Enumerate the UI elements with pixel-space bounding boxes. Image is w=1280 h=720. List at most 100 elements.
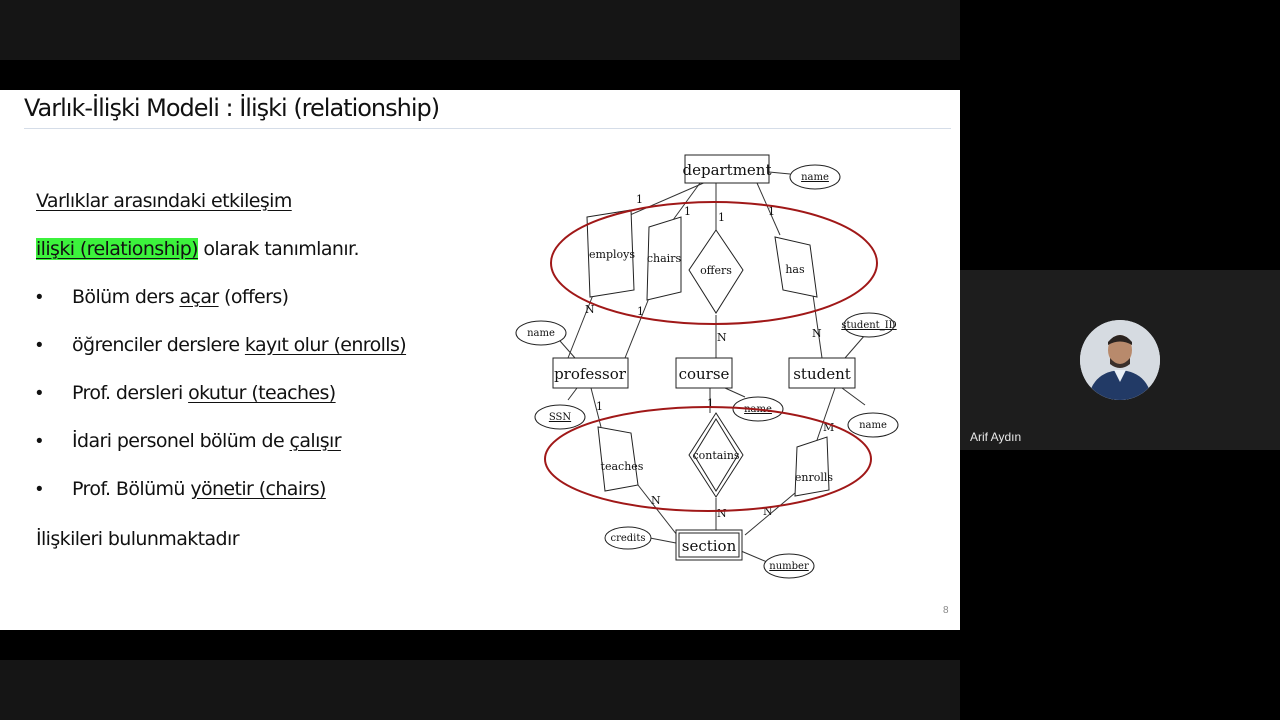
top-letterbox [0, 0, 960, 60]
cardinality-label: 1 [684, 205, 691, 218]
closing-line: İlişkileri bulunmaktadır [36, 528, 240, 550]
bullet-text: Prof. Bölümü yönetir (chairs) [72, 478, 326, 500]
entity-department: department [682, 154, 772, 184]
bullet-text: Prof. dersleri okutur (teaches) [72, 382, 336, 404]
highlighted-term: ilişki (relationship) [36, 238, 199, 260]
bullet-plain: Bölüm ders [72, 286, 180, 308]
line-dept-has [756, 182, 781, 236]
cardinality-label: N [717, 507, 727, 520]
bullet-text: öğrenciler derslere kayıt olur (enrolls) [72, 334, 407, 356]
entity-label: student [793, 365, 851, 383]
relationship-label: enrolls [795, 471, 834, 484]
definition-line: ilişki (relationship) olarak tanımlanır. [36, 238, 360, 260]
attribute-ssn: SSN [534, 404, 586, 430]
bullet-marker: • [36, 335, 43, 356]
line-prof-ssn [567, 387, 578, 401]
relationship-label: contains [692, 449, 739, 462]
bullet-text: İdari personel bölüm de çalışır [72, 430, 342, 452]
cardinality-label: N [585, 303, 595, 316]
line-dept-name [768, 171, 791, 175]
participant-name: Arif Aydın [970, 430, 1022, 444]
page-number: 8 [943, 605, 949, 616]
attribute-credits: credits [604, 526, 652, 550]
line-student-name [841, 387, 866, 406]
bullet-marker: • [36, 287, 43, 308]
bullet-plain: İdari personel bölüm de [72, 430, 290, 452]
line-section-credits [649, 537, 677, 544]
bullet-tail: (offers) [218, 286, 289, 308]
relationship-chairs: chairs [646, 216, 682, 301]
relationship-has: has [774, 236, 818, 298]
slide-title: Varlık-İlişki Modeli : İlişki (relations… [24, 94, 440, 122]
attribute-label: SSN [549, 412, 572, 423]
entity-label: course [679, 365, 730, 383]
line-employs-professor [567, 294, 594, 359]
cardinality-label: M [823, 421, 834, 434]
relationship-enrolls: enrolls [794, 436, 834, 497]
entity-label: department [682, 161, 771, 179]
attribute-label: credits [610, 533, 645, 544]
line-dept-employs [629, 177, 716, 216]
relationship-contains: contains [688, 412, 744, 498]
attribute-student-name: name [847, 412, 899, 438]
entity-section: section [675, 529, 743, 561]
top-relationships-highlight [550, 201, 878, 325]
bullet-plain: Prof. dersleri [72, 382, 189, 404]
entity-label: section [682, 537, 737, 555]
cardinality-label: N [651, 494, 661, 507]
bullet-emphasis: okutur (teaches) [188, 382, 336, 404]
relationship-teaches: teaches [597, 426, 644, 492]
attribute-prof-name: name [515, 320, 567, 346]
entity-professor: professor [552, 357, 629, 389]
line-student-enrolls [816, 387, 836, 441]
cardinality-label: N [763, 505, 773, 518]
relationship-label: chairs [647, 252, 682, 265]
bottom-letterbox [0, 660, 960, 720]
line-enrolls-section [744, 492, 796, 536]
relationship-label: has [785, 263, 805, 276]
presentation-slide: Varlık-İlişki Modeli : İlişki (relations… [0, 90, 960, 630]
line-section-number [740, 550, 768, 563]
bullet-plain: Prof. Bölümü [72, 478, 191, 500]
relationship-label: teaches [601, 460, 644, 473]
relationship-label: employs [589, 248, 635, 261]
line-dept-chairs [672, 182, 701, 221]
connector-lines [552, 171, 866, 563]
bullet-marker: • [36, 479, 43, 500]
entity-label: professor [554, 365, 627, 383]
cardinality-label: N [717, 331, 727, 344]
bullet-emphasis: yönetir (chairs) [190, 478, 326, 500]
line-student-id [844, 334, 866, 359]
attribute-label: name [801, 172, 829, 183]
bullet-marker: • [36, 383, 43, 404]
bullet-plain: öğrenciler derslere [72, 334, 245, 356]
er-diagram: department professor course student sect… [515, 154, 899, 579]
cardinality-label: 1 [637, 305, 644, 318]
cardinality-label: 1 [596, 400, 603, 413]
attribute-label: student_ID [841, 320, 896, 331]
person-icon [1080, 320, 1160, 400]
relationship-employs: employs [586, 209, 635, 298]
bullet-emphasis: açar [179, 286, 219, 308]
bullet-text: Bölüm ders açar (offers) [72, 286, 289, 308]
attribute-label: number [769, 561, 809, 572]
relationship-offers: offers [688, 229, 744, 314]
cardinality-label: 1 [636, 193, 643, 206]
intro-line: Varlıklar arasındaki etkileşim [36, 190, 292, 212]
cardinality-label: 1 [768, 205, 775, 218]
relationship-label: offers [700, 264, 732, 277]
participant-avatar [1080, 320, 1160, 400]
bullet-emphasis: kayıt olur (enrolls) [244, 334, 407, 356]
bottom-relationships-highlight [544, 406, 872, 512]
attribute-label: name [527, 328, 555, 339]
entity-course: course [675, 357, 733, 389]
attribute-number: number [763, 553, 815, 579]
cardinality-label: N [812, 327, 822, 340]
bullet-emphasis: çalışır [289, 430, 342, 452]
attribute-student-id: student_ID [841, 312, 897, 338]
cardinality-label: 1 [718, 211, 725, 224]
participant-video-tile[interactable]: Arif Aydın [960, 270, 1280, 450]
line-chairs-professor [624, 297, 650, 359]
line-has-student [812, 294, 823, 359]
line-teaches-section [637, 484, 678, 536]
